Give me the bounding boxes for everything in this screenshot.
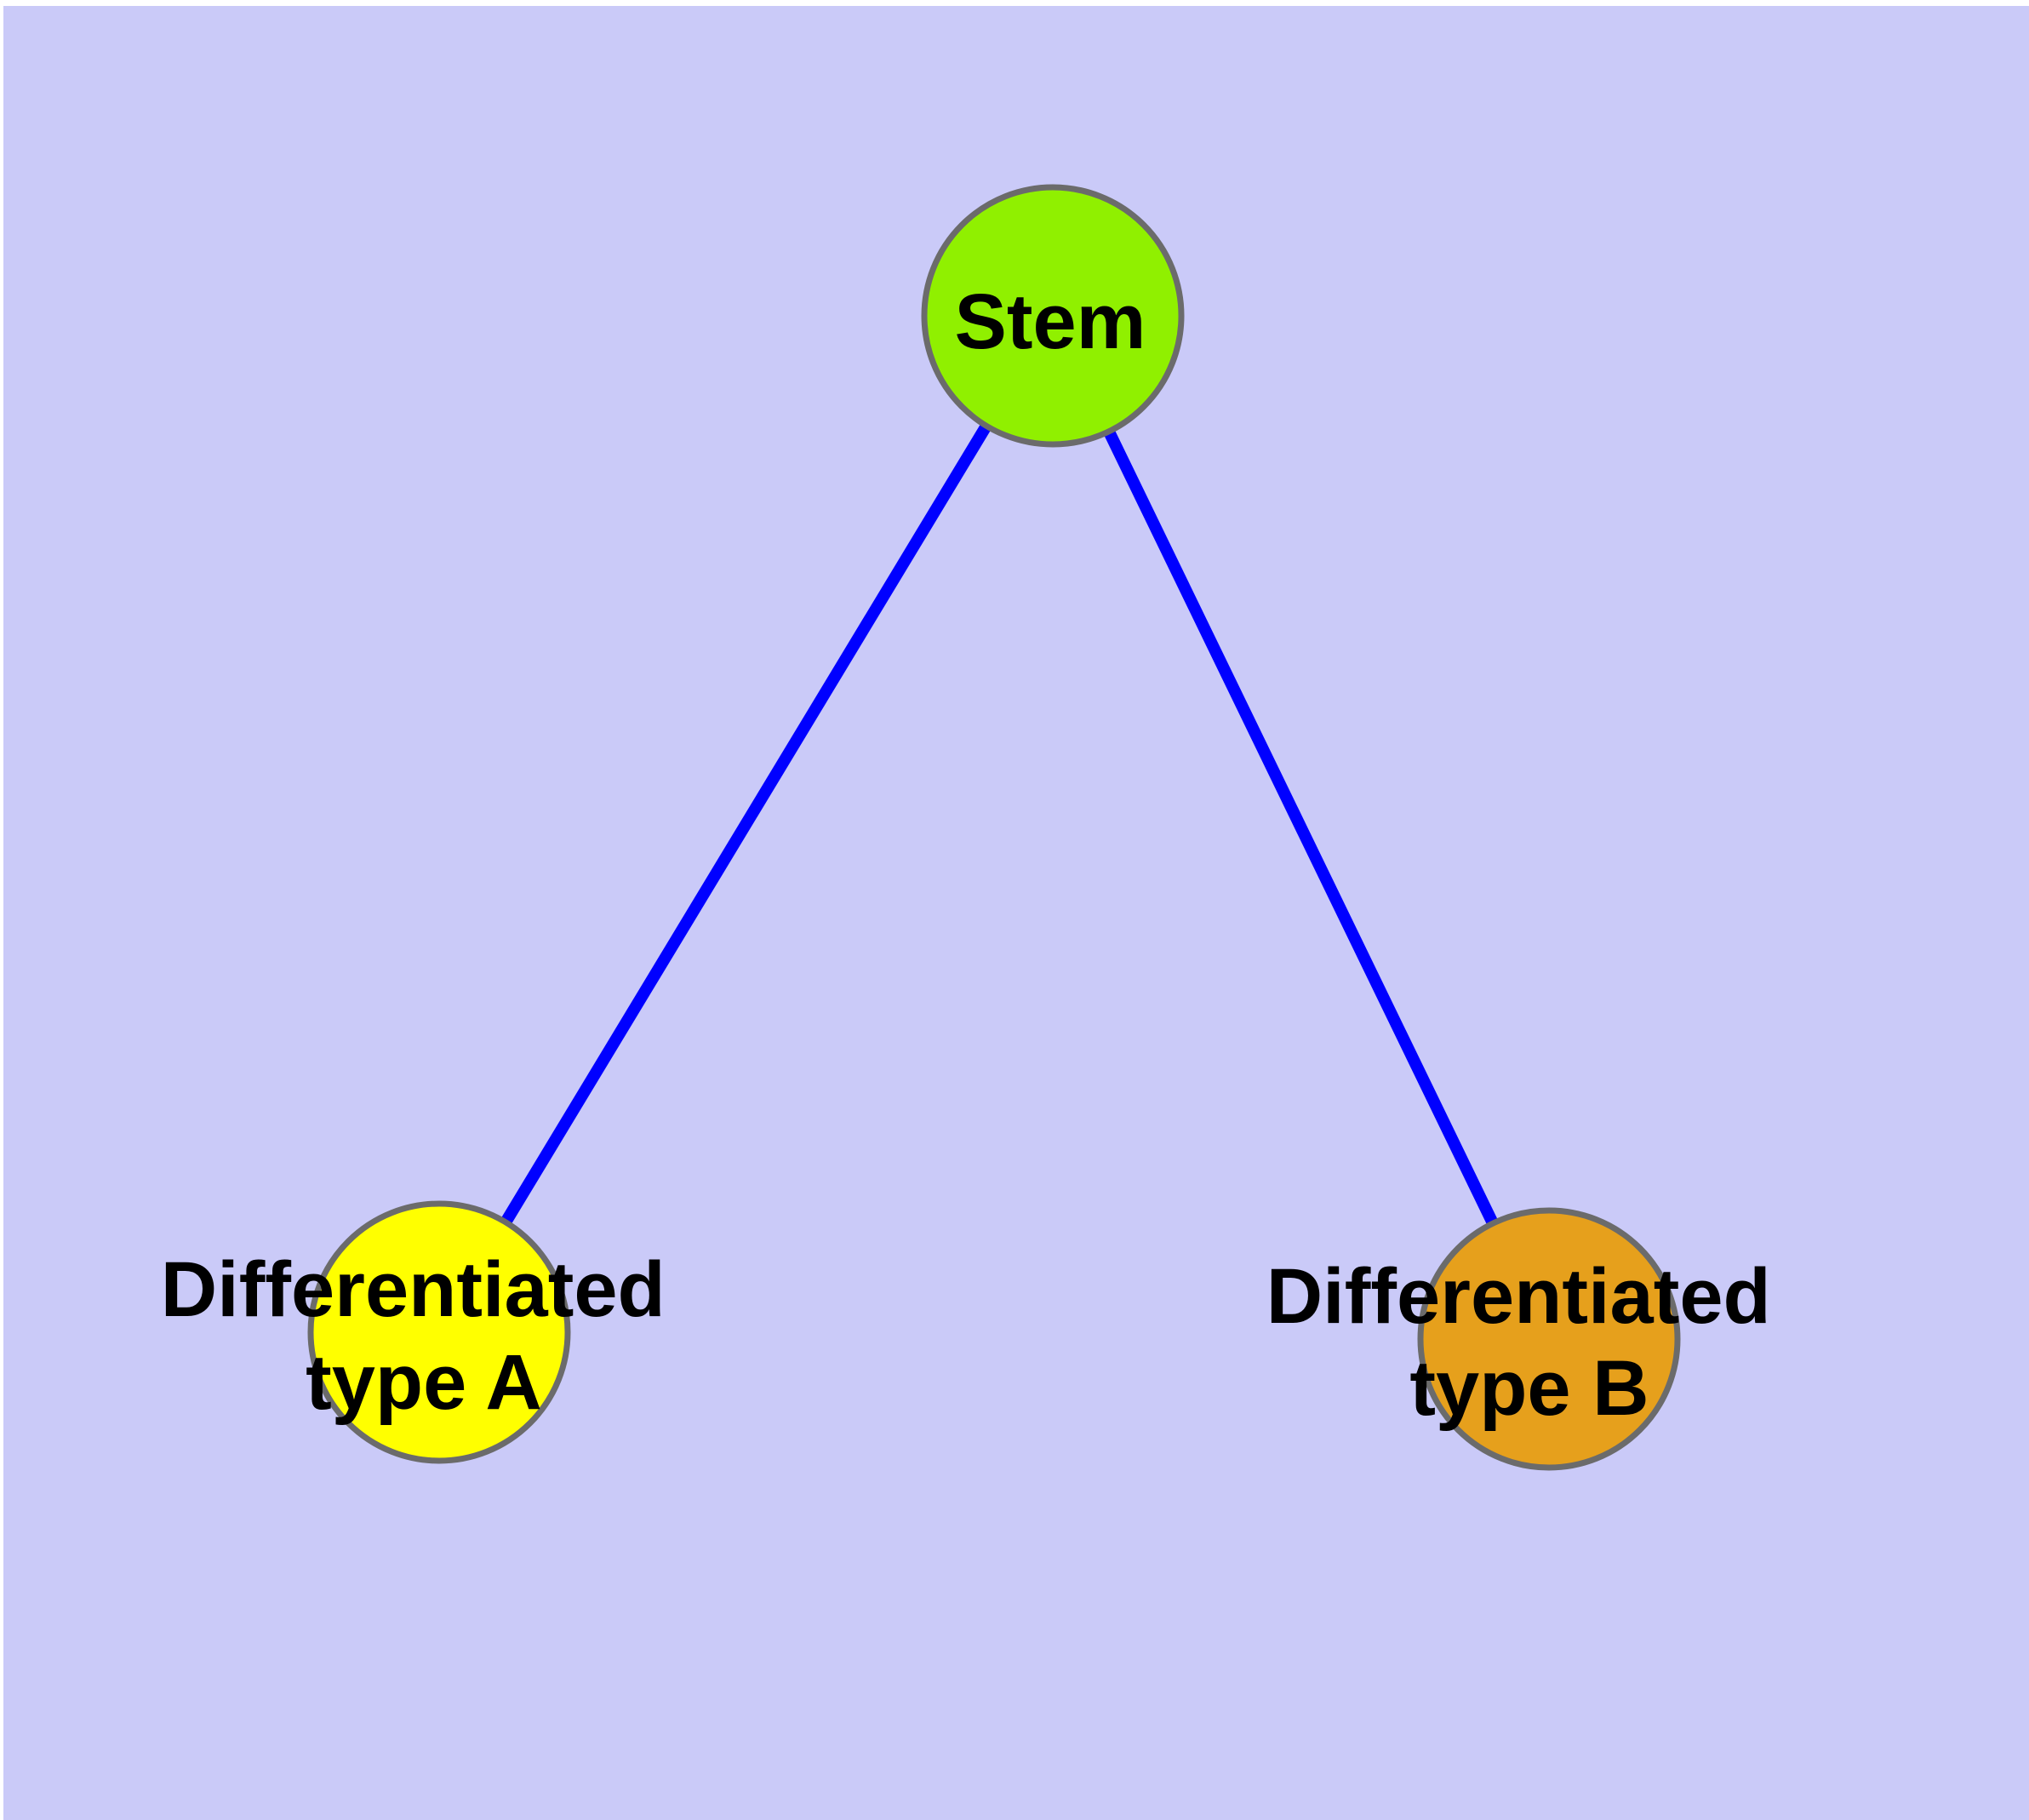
node-type-a-label-line-2: type A	[306, 1339, 542, 1426]
node-type-b-label: Differentiated type B	[1266, 1253, 1793, 1432]
node-stem	[921, 184, 1185, 448]
edge-stem-to-type-a	[434, 312, 1058, 1336]
edge-stem-to-type-b	[1047, 312, 1555, 1342]
node-stem-label: Stem	[955, 278, 1146, 365]
node-differentiated-type-b	[1417, 1207, 1681, 1471]
node-type-b-label-line-2: type B	[1409, 1345, 1649, 1432]
node-differentiated-type-a	[307, 1200, 571, 1464]
node-type-a-label: Differentiated type A	[161, 1246, 688, 1426]
node-type-b-label-line-1: Differentiated	[1266, 1253, 1771, 1340]
node-type-a-label-line-1: Differentiated	[161, 1246, 666, 1333]
